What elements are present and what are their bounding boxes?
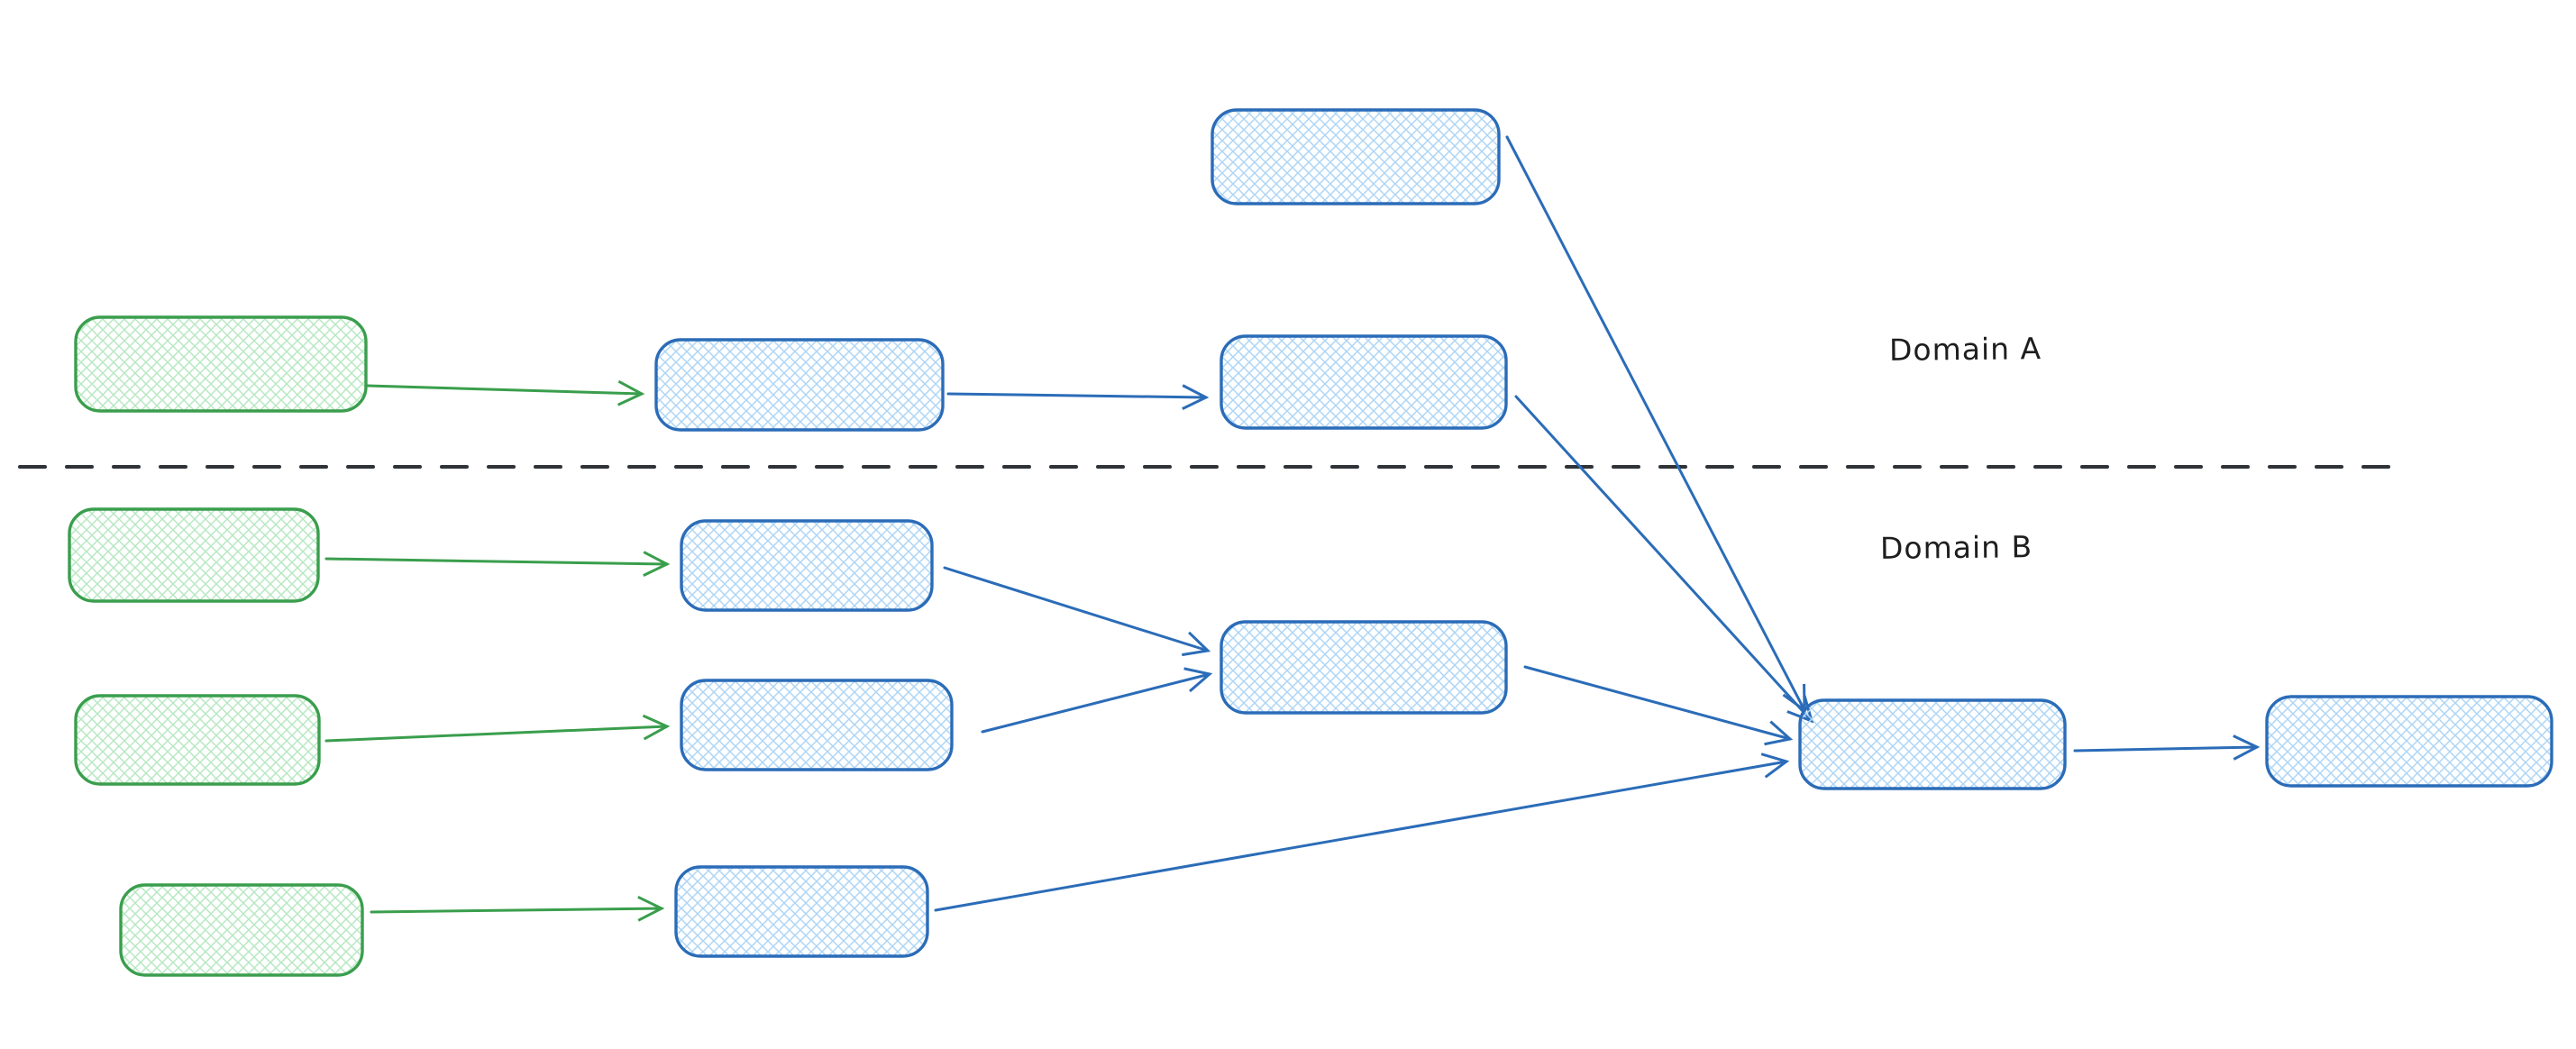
node-aggregator-b: [1219, 620, 1508, 715]
edge-stage-b2-to-aggregator-b: [981, 667, 1213, 734]
edge-aggregator-b-to-sink: [1523, 665, 1794, 746]
node-stage-b3: [674, 865, 929, 958]
node-source-b3: [119, 883, 364, 977]
node-stage-a2: [1219, 334, 1508, 430]
node-external-top: [1210, 108, 1501, 205]
domain-a-label: Domain A: [1888, 331, 2042, 368]
node-source-a: [74, 315, 368, 413]
node-source-b1: [68, 507, 320, 603]
domain-b-label: Domain B: [1879, 529, 2033, 566]
edge-source-b3-to-stage-b3: [370, 895, 665, 922]
edge-sink-to-output: [2073, 734, 2261, 761]
node-stage-b1: [680, 519, 934, 612]
edge-source-b2-to-stage-b2: [324, 714, 671, 743]
nodes-layer: [68, 108, 2553, 977]
edge-source-a-to-stage-a1: [366, 379, 645, 406]
edge-external-top-to-sink: [1505, 135, 1806, 713]
edge-source-b1-to-stage-b1: [324, 551, 671, 577]
node-sink: [1798, 698, 2067, 790]
node-stage-b2: [680, 679, 954, 771]
edge-stage-b3-to-sink: [934, 753, 1790, 912]
node-output: [2265, 695, 2553, 788]
node-source-b2: [74, 694, 321, 786]
edge-stage-b1-to-aggregator-b: [943, 566, 1211, 657]
edges-layer: [324, 135, 2261, 922]
node-stage-a1: [654, 338, 945, 432]
edge-stage-a2-to-sink: [1514, 395, 1814, 724]
edge-stage-a1-to-stage-a2: [946, 384, 1210, 410]
